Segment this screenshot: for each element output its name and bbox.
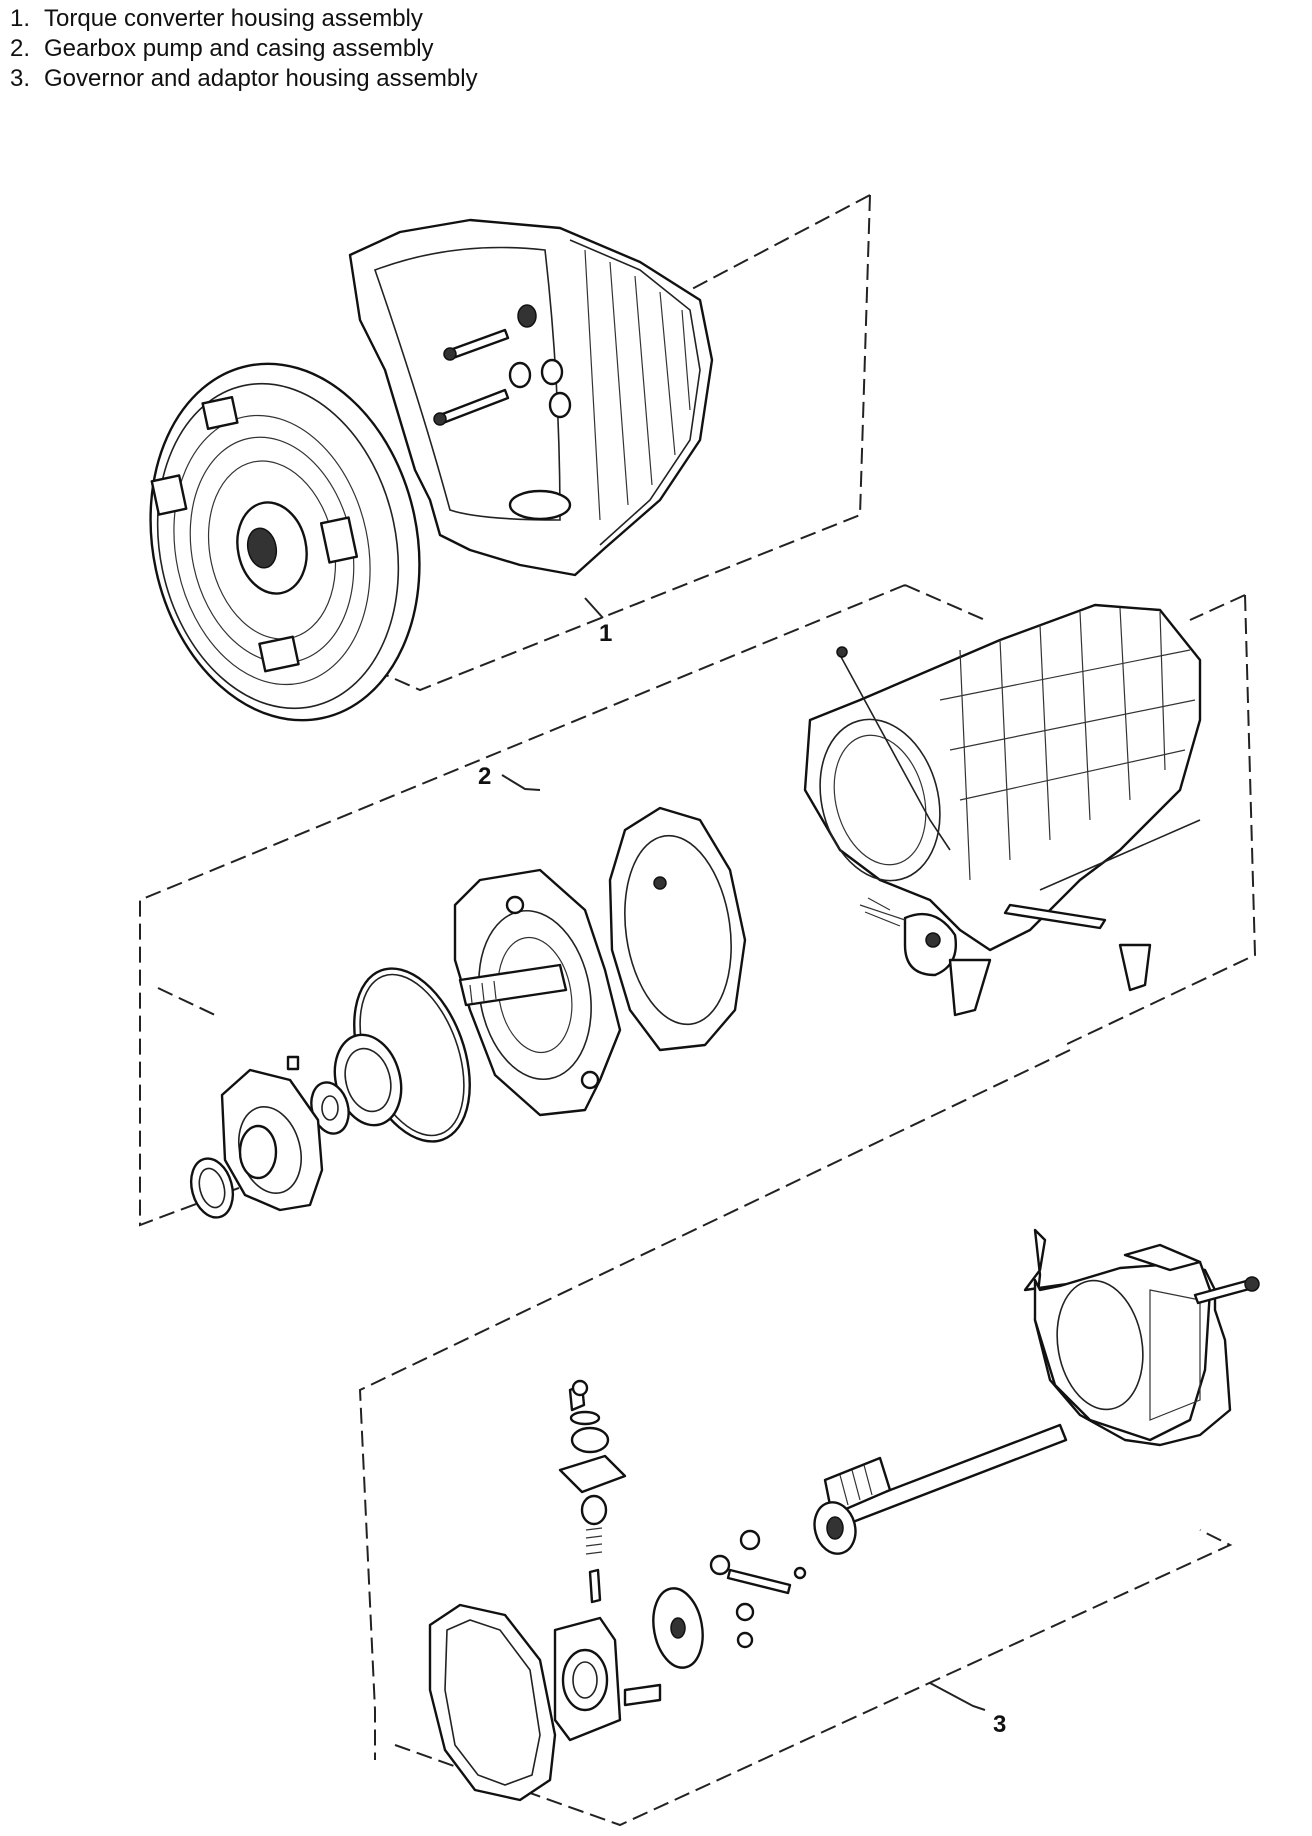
legend-number: 2. — [10, 35, 31, 62]
legend-number: 1. — [10, 5, 31, 32]
callout-2-leader — [501, 774, 541, 791]
legend-item-3: 3. Governor and adaptor housing assembly — [10, 64, 478, 94]
group-2-bracket — [139, 584, 1257, 1227]
callout-1-label: 1 — [599, 620, 612, 647]
governor-body-drawing — [553, 1616, 662, 1742]
legend-number: 3. — [10, 65, 31, 92]
group-2-pump-casing — [139, 584, 1257, 1227]
legend-label: Governor and adaptor housing assembly — [44, 65, 478, 92]
group-1-bracket — [369, 194, 871, 692]
output-shaft-drawing — [813, 1423, 1068, 1555]
governor-valve-stack-drawing — [558, 1379, 627, 1604]
pump-cover-drawing — [220, 1068, 324, 1212]
pump-gasket-drawing — [608, 806, 747, 1052]
callout-3-label: 3 — [993, 1711, 1006, 1738]
callout-3-leader — [929, 1682, 986, 1711]
legend-label: Gearbox pump and casing assembly — [44, 35, 434, 62]
torque-converter-drawing — [149, 362, 421, 722]
adaptor-housing-drawing — [1023, 1228, 1260, 1447]
pump-key-drawing — [286, 1055, 300, 1071]
parts-legend: 1. Torque converter housing assembly 2. Ge… — [10, 4, 478, 94]
converter-housing-drawing — [348, 218, 714, 577]
gearbox-casing-drawing — [803, 603, 1202, 1017]
callout-1-leader — [584, 597, 604, 619]
callout-2-label: 2 — [478, 763, 491, 790]
governor-gear-drawing — [652, 1587, 704, 1669]
callout-markers: 1 2 3 — [478, 597, 1006, 1738]
legend-item-1: 1. Torque converter housing assembly — [10, 4, 478, 34]
pump-body-drawing — [453, 868, 622, 1117]
adaptor-gasket-drawing — [428, 1603, 557, 1802]
legend-label: Torque converter housing assembly — [44, 5, 423, 32]
legend-item-2: 2. Gearbox pump and casing assembly — [10, 34, 478, 64]
group-3-governor-adaptor — [358, 1049, 1260, 1827]
group-1-torque-converter-housing — [149, 194, 871, 722]
governor-linkage-drawing — [709, 1529, 807, 1649]
